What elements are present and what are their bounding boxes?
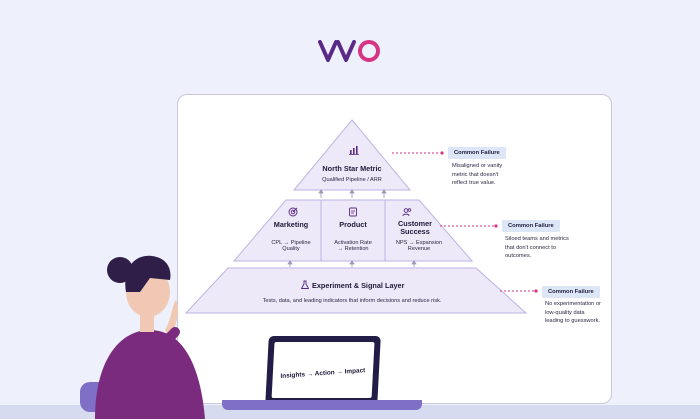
flask-icon <box>301 280 309 289</box>
pyramid-middle-tier <box>232 199 474 262</box>
north-star-title: North Star Metric <box>322 164 382 173</box>
product-title: Product <box>339 220 367 229</box>
laptop-text: Insights → Action → Impact <box>280 367 366 380</box>
bar-chart-icon <box>349 146 359 155</box>
failure-note-middle: Siloed teams and metrics that don't conn… <box>505 236 569 260</box>
target-icon <box>288 207 298 217</box>
failure-tag-base: Common Failure <box>542 286 600 298</box>
laptop-base <box>222 400 422 410</box>
box-icon <box>349 207 357 217</box>
north-star-subtitle: Qualified Pipeline / ARR <box>322 177 382 183</box>
vwo-logo <box>318 38 382 64</box>
experiment-layer-title: Experiment & Signal Layer <box>312 281 405 290</box>
users-icon <box>402 208 412 217</box>
laptop-display: Insights → Action → Impact <box>271 342 375 398</box>
product-metric: Activation Rate → Retention <box>334 240 372 253</box>
experiment-layer-subtitle: Tests, data, and leading indicators that… <box>262 298 442 304</box>
pyramid-base-tier <box>184 267 528 314</box>
character-illustration <box>80 255 205 419</box>
failure-tag-top: Common Failure <box>448 147 506 159</box>
failure-tag-middle: Common Failure <box>502 220 560 232</box>
failure-note-top: Misaligned or vanity metric that doesn't… <box>452 163 503 187</box>
customer-success-metric: NPS → Expansion Revenue <box>395 240 443 253</box>
marketing-title: Marketing <box>273 220 309 229</box>
vwo-logo-icon <box>318 40 380 62</box>
marketing-metric: CPL → Pipeline Quality <box>271 240 311 253</box>
failure-note-base: No experimentation or low-quality data l… <box>545 301 601 325</box>
laptop-screen: Insights → Action → Impact <box>265 336 381 406</box>
customer-success-title: Customer Success <box>397 219 433 237</box>
